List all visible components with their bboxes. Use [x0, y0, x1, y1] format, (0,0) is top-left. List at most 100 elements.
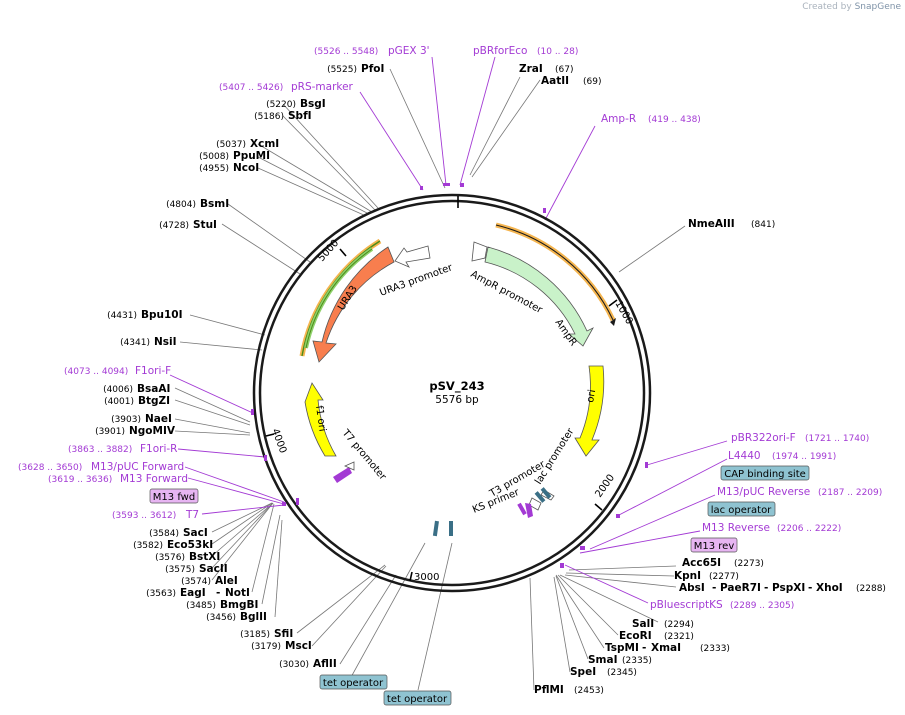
enzyme-msci: MscI [285, 640, 312, 652]
primer-pos: (2187 .. 2209) [818, 488, 882, 498]
enzyme-pos: (4804) [166, 200, 196, 210]
enzyme-pos: (5037) [216, 140, 246, 150]
box-label: tet operator [323, 678, 384, 689]
amp-band [495, 222, 616, 326]
box-tet-operator-1: tet operator [319, 674, 388, 690]
box-label: lac operator [711, 505, 772, 516]
tick-label-4000: 4000 [269, 427, 288, 455]
enzyme-pos: (3582) [133, 541, 163, 551]
primer-pos: (3863 .. 3882) [68, 445, 132, 455]
enzyme-separator: - [642, 642, 646, 654]
enzyme-smai: SmaI [588, 654, 618, 666]
tet-operator-marks [432, 520, 453, 537]
label-f1-ori: f1 ori [313, 405, 328, 432]
label-ori: ori [585, 389, 598, 404]
enzyme-pos: (69) [583, 77, 601, 87]
enzyme-pos: (3576) [155, 553, 185, 563]
primer-pos: (1974 .. 1991) [772, 452, 836, 462]
enzyme-pos: (2345) [607, 668, 637, 678]
enzyme-separator: - [764, 582, 768, 594]
enzyme-pspxi: PspXI [772, 582, 805, 594]
enzyme-pos: (3179) [251, 642, 281, 652]
primer-pos: (419 .. 438) [648, 115, 701, 125]
plasmid-length: 5576 bp [435, 394, 479, 406]
primer-pbluescriptks: pBluescriptKS [650, 599, 723, 611]
primer-pos: (1721 .. 1740) [805, 434, 869, 444]
feature-t7-promoter: T7 promoter [333, 427, 389, 483]
enzyme-pos: (3185) [240, 630, 270, 640]
enzyme-ppumi: PpuMI [233, 150, 270, 162]
enzyme-pos: (4955) [199, 164, 229, 174]
enzyme-pos: (3485) [186, 601, 216, 611]
enzyme-pos: (3575) [165, 565, 195, 575]
enzyme-pos: (4728) [159, 221, 189, 231]
box-label: tet operator [387, 694, 448, 705]
enzyme-sacii: SacII [199, 563, 228, 575]
box-label: M13 fwd [153, 492, 195, 503]
enzyme-pos: (2335) [622, 656, 652, 666]
enzyme-pos: (3563) [146, 589, 176, 599]
backbone [252, 193, 652, 593]
enzyme-saci: SacI [183, 527, 208, 539]
primer-pos: (4073 .. 4094) [64, 367, 128, 377]
enzyme-bsgi: BsgI [300, 98, 326, 110]
primer-pos: (10 .. 28) [537, 47, 578, 57]
ura3-band [299, 238, 382, 357]
enzyme-zrai: ZraI [519, 63, 543, 75]
enzyme-eco53ki: Eco53kI [167, 539, 213, 551]
enzyme-alei: AleI [215, 575, 238, 587]
enzyme-pos: (841) [751, 220, 775, 230]
enzyme-aflii: AflII [313, 658, 337, 670]
primer-pos: (3619 .. 3636) [48, 475, 112, 485]
enzyme-xmai: XmaI [651, 642, 681, 654]
box-m13-rev: M13 rev [690, 537, 738, 553]
enzyme-pos: (5220) [266, 100, 296, 110]
enzyme-pos: (67) [555, 65, 573, 75]
enzyme-pos: (2321) [664, 632, 694, 642]
enzyme-stui: StuI [193, 219, 217, 231]
primer-m13-puc-forward: M13/pUC Forward [91, 461, 184, 473]
operator-boxes-right [517, 487, 552, 516]
enzyme-spei: SpeI [570, 666, 596, 678]
enzyme-paer7i: PaeR7I [720, 582, 761, 594]
primers: (5526 .. 5548) pGEX 3' pBRforEco (10 .. … [18, 45, 882, 611]
primer-pbr322ori-f: pBR322ori-F [731, 432, 796, 444]
enzyme-pos: (5186) [254, 112, 284, 122]
box-lac-operator: lac operator [707, 501, 776, 517]
primer-m13-puc-reverse: M13/pUC Reverse [717, 486, 810, 498]
enzyme-pos: (3456) [206, 613, 236, 623]
enzyme-pos: (4006) [103, 385, 133, 395]
enzyme-pos: (4341) [120, 338, 150, 348]
enzyme-pos: (5008) [199, 152, 229, 162]
boxed-labels: M13 fwd CAP binding site lac operator M1… [149, 465, 810, 706]
primer-m13-reverse: M13 Reverse [702, 522, 770, 534]
enzyme-bsaai: BsaAI [137, 383, 170, 395]
primer-prs-marker: pRS-marker [291, 81, 354, 93]
enzyme-pos: (2273) [734, 559, 764, 569]
primer-pos: (2289 .. 2305) [730, 601, 794, 611]
enzyme-pos: (3903) [111, 415, 141, 425]
enzyme-bglii: BglII [240, 611, 267, 623]
enzyme-acc65i: Acc65I [682, 557, 721, 569]
enzyme-separator: - [216, 587, 220, 599]
leader-lines [174, 68, 686, 691]
snapgene-watermark: Created by SnapGene [802, 2, 901, 12]
enzyme-ncoi: NcoI [233, 162, 259, 174]
enzyme-pos: (4431) [107, 311, 137, 321]
enzyme-aatii: AatII [541, 75, 569, 87]
tick-label-5000: 5000 [316, 238, 341, 264]
enzyme-separator: - [808, 582, 812, 594]
brand-prefix: Created by [802, 2, 852, 12]
label-ura3-promoter: URA3 promoter [378, 262, 455, 299]
primer-l4440: L4440 [728, 450, 761, 462]
primer-pos: (3593 .. 3612) [112, 511, 176, 521]
enzyme-pos: (3030) [279, 660, 309, 670]
enzyme-bstxi: BstXI [189, 551, 220, 563]
enzyme-pos: (5525) [327, 65, 357, 75]
box-label: CAP binding site [724, 469, 806, 480]
enzyme-pos: (4001) [104, 397, 134, 407]
feature-ori: ori [574, 365, 605, 457]
enzyme-pos: (2277) [709, 572, 739, 582]
enzyme-eagi: EagI [180, 587, 206, 599]
primer-m13-forward: M13 Forward [120, 473, 188, 485]
